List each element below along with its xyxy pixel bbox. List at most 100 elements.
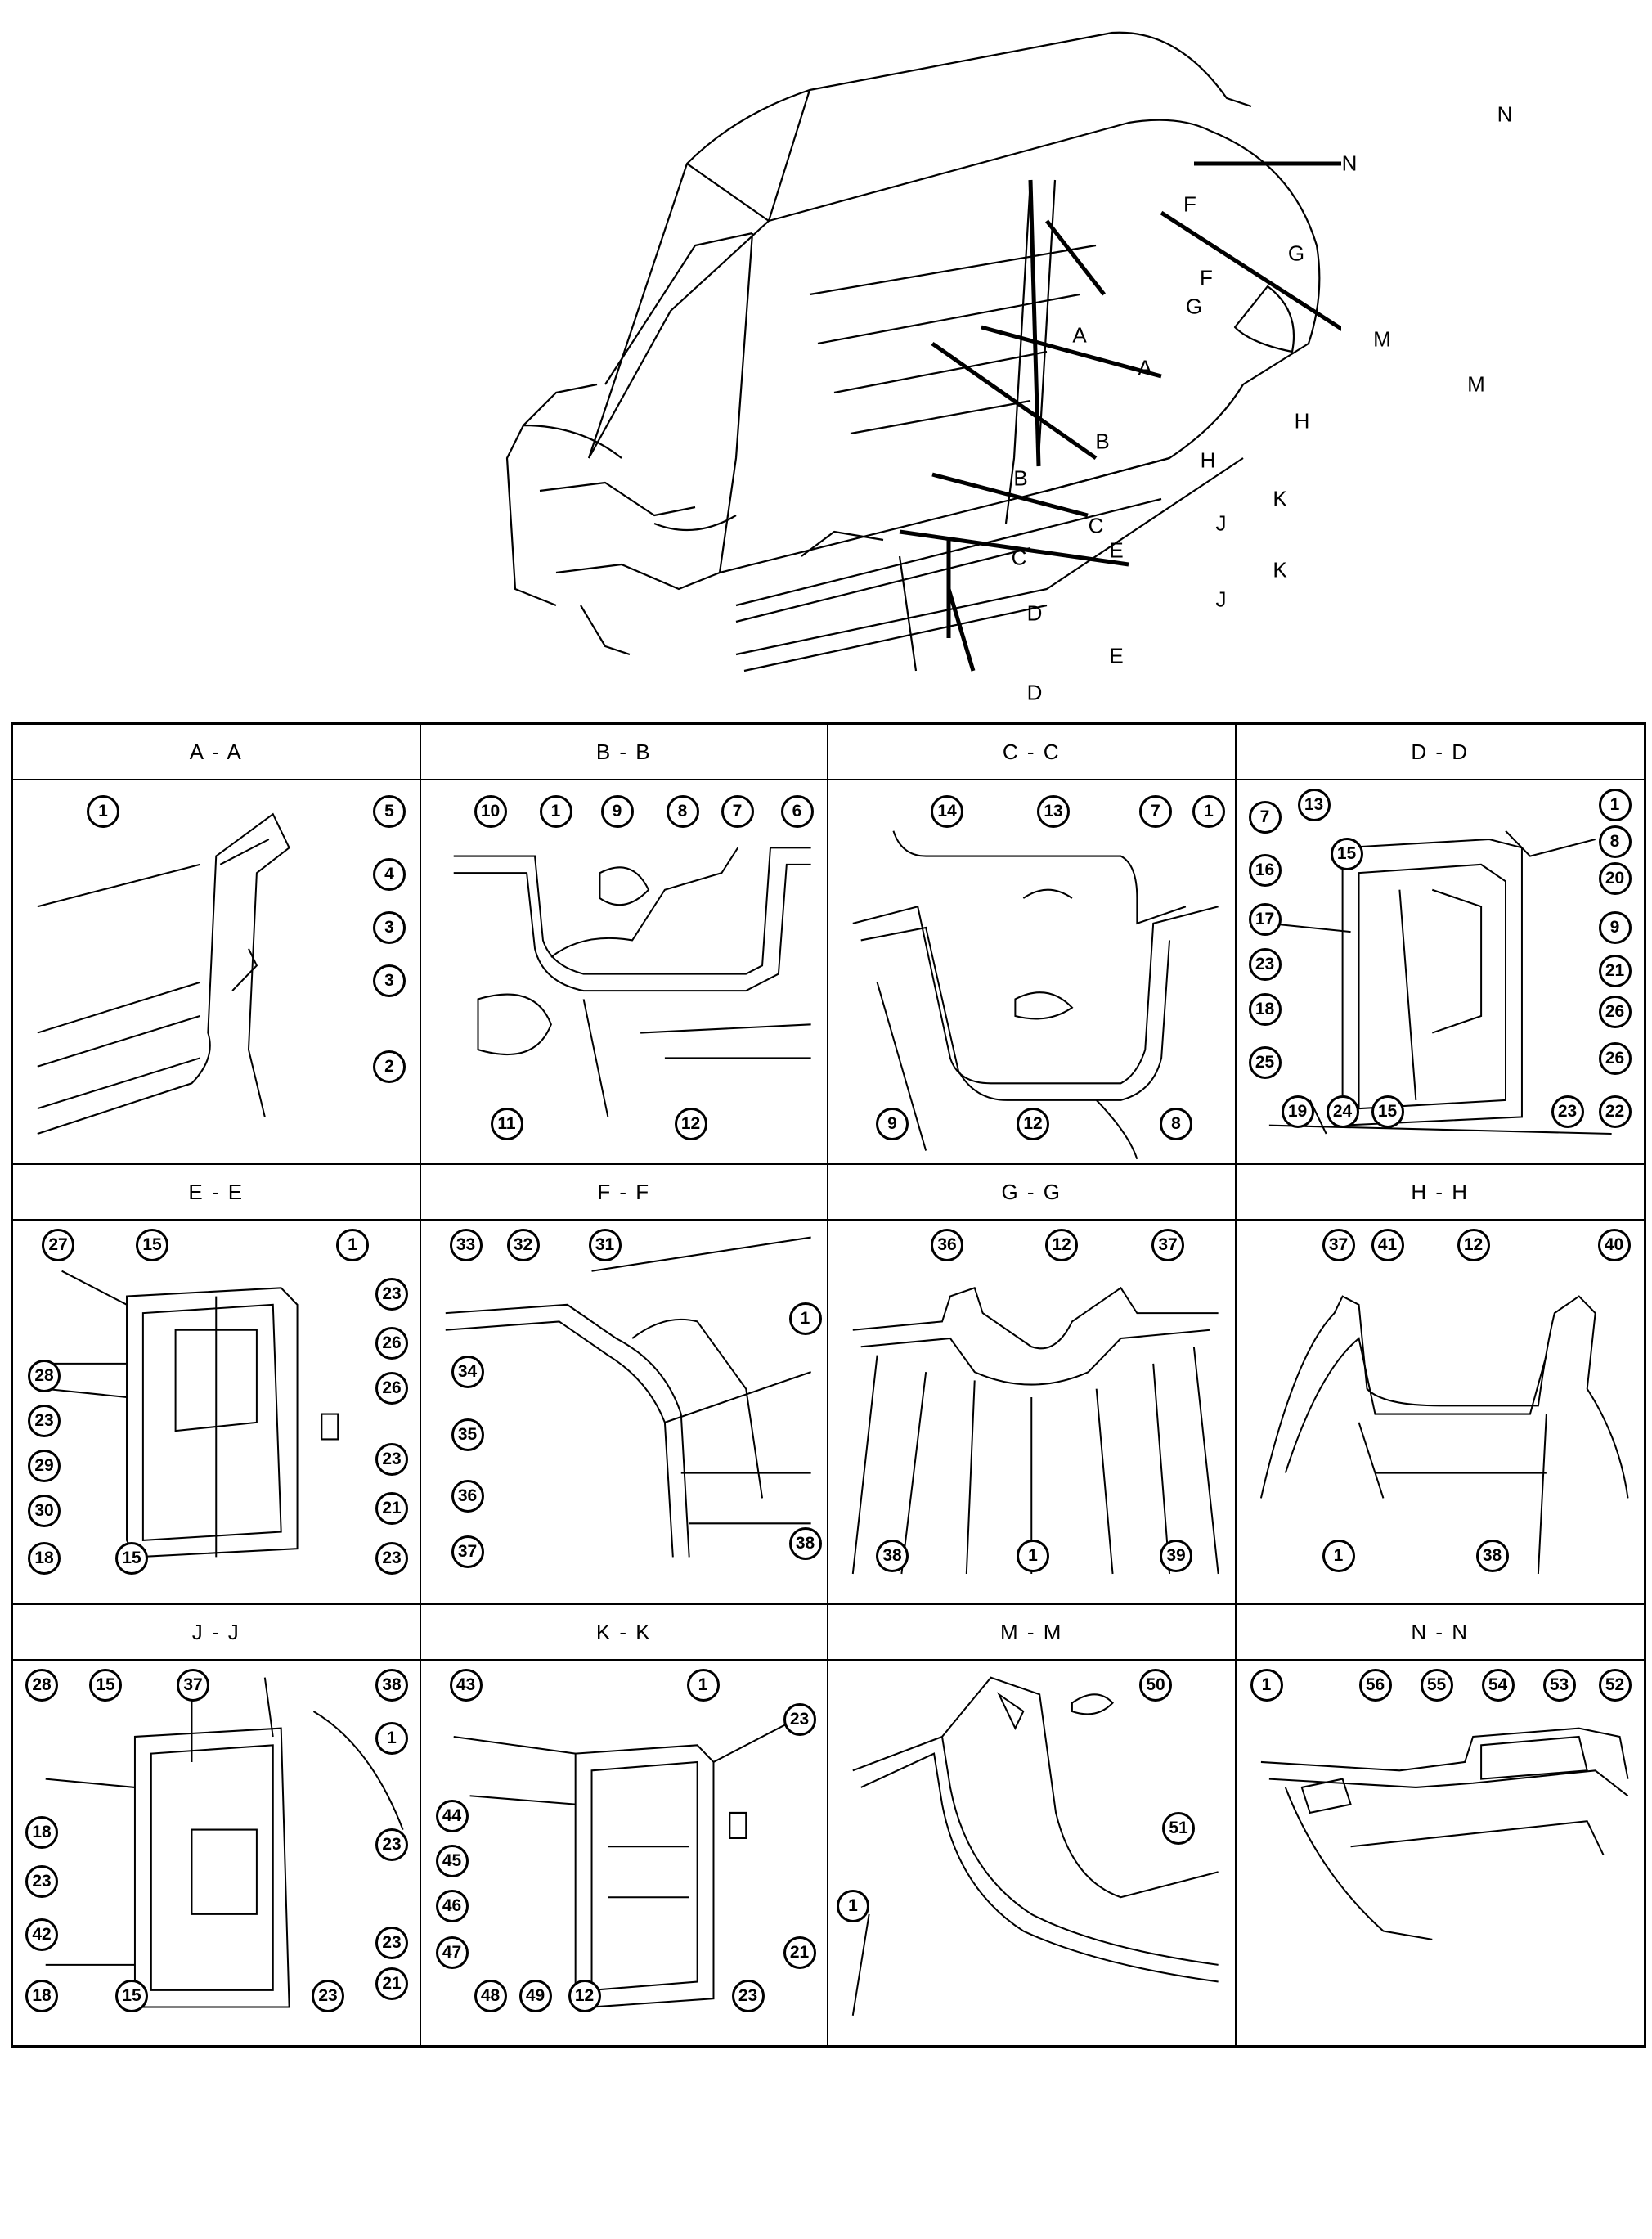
section-mark-f: F — [1200, 265, 1213, 290]
callout-55: 55 — [1420, 1669, 1453, 1702]
callout-41: 41 — [1371, 1229, 1404, 1261]
callout-23: 23 — [312, 1980, 344, 2012]
section-view-grid: A - A 1 5 4 3 3 2 B - B — [11, 722, 1646, 2048]
section-panel-n: N - N 1 56 55 54 53 52 — [1236, 1605, 1644, 2045]
section-mark-g: G — [1185, 294, 1203, 319]
callout-12: 12 — [568, 1980, 601, 2012]
callout-6: 6 — [780, 795, 814, 828]
callout-32: 32 — [506, 1229, 540, 1261]
section-mark-m: M — [1373, 326, 1391, 352]
callout-12: 12 — [674, 1108, 707, 1140]
section-drawing: 37 41 12 40 1 38 — [1237, 1221, 1645, 1603]
callout-23: 23 — [25, 1865, 58, 1898]
callout-7: 7 — [721, 795, 754, 828]
section-panel-b: B - B 10 1 9 8 7 6 11 12 — [420, 725, 828, 1165]
callout-23: 23 — [731, 1980, 765, 2012]
section-drawing: 33 32 31 1 34 35 36 37 38 — [421, 1221, 828, 1603]
callout-23: 23 — [375, 1278, 408, 1311]
callout-34: 34 — [451, 1356, 484, 1388]
callout-1: 1 — [87, 795, 119, 828]
section-title: N - N — [1236, 1605, 1644, 1661]
callout-38: 38 — [876, 1540, 909, 1572]
section-title: D - D — [1236, 725, 1644, 780]
callout-54: 54 — [1481, 1669, 1515, 1702]
callout-56: 56 — [1358, 1669, 1392, 1702]
section-mark-m: M — [1467, 371, 1485, 397]
section-title: F - F — [420, 1165, 827, 1221]
callout-24: 24 — [1326, 1095, 1359, 1128]
section-mark-k: K — [1273, 486, 1287, 511]
callout-37: 37 — [451, 1535, 484, 1568]
section-panel-c: C - C 14 13 7 1 9 12 8 — [828, 725, 1237, 1165]
callout-43: 43 — [449, 1669, 483, 1702]
section-panel-k: K - K 43 1 23 44 45 46 47 21 48 49 12 23 — [420, 1605, 828, 2045]
callout-10: 10 — [474, 795, 507, 828]
callout-23: 23 — [375, 1443, 408, 1476]
callout-26: 26 — [1598, 996, 1632, 1028]
callout-50: 50 — [1139, 1669, 1172, 1702]
callout-42: 42 — [25, 1918, 58, 1951]
section-drawing: 14 13 7 1 9 12 8 — [828, 780, 1235, 1163]
section-mark-h: H — [1200, 447, 1216, 473]
callout-39: 39 — [1160, 1540, 1192, 1572]
callout-49: 49 — [518, 1980, 552, 2012]
callout-21: 21 — [375, 1492, 408, 1525]
callout-40: 40 — [1597, 1229, 1631, 1261]
callout-18: 18 — [1248, 993, 1282, 1026]
callout-7: 7 — [1139, 795, 1172, 828]
section-mark-a: A — [1072, 322, 1087, 348]
callout-44: 44 — [435, 1800, 469, 1832]
callout-15: 15 — [1371, 1095, 1404, 1128]
callout-1: 1 — [686, 1669, 720, 1702]
section-mark-e: E — [1109, 643, 1124, 668]
callout-16: 16 — [1248, 854, 1282, 887]
callout-23: 23 — [783, 1703, 816, 1736]
section-drawing: 27 15 1 23 26 28 26 23 29 23 30 21 18 15… — [13, 1221, 420, 1603]
callout-22: 22 — [1598, 1095, 1632, 1128]
section-mark-b: B — [1013, 465, 1028, 491]
section-drawing: 13 1 7 8 15 20 16 9 17 21 23 26 18 26 25… — [1237, 780, 1645, 1163]
callout-37: 37 — [177, 1669, 209, 1702]
callout-13: 13 — [1037, 795, 1070, 828]
callout-38: 38 — [375, 1669, 408, 1702]
callout-26: 26 — [375, 1327, 408, 1360]
section-panel-f: F - F 33 32 31 1 34 35 36 37 38 — [420, 1165, 828, 1605]
section-title: C - C — [828, 725, 1235, 780]
callout-1: 1 — [837, 1890, 869, 1922]
callout-9: 9 — [876, 1108, 909, 1140]
section-title: M - M — [828, 1605, 1235, 1661]
callout-28: 28 — [28, 1360, 61, 1392]
section-mark-d: D — [1026, 680, 1043, 705]
section-mark-f: F — [1183, 191, 1196, 217]
callout-26: 26 — [375, 1372, 408, 1405]
section-mark-n: N — [1497, 101, 1513, 127]
callout-12: 12 — [1457, 1229, 1490, 1261]
callout-46: 46 — [435, 1890, 469, 1922]
callout-15: 15 — [89, 1669, 122, 1702]
callout-1: 1 — [1250, 1669, 1283, 1702]
callout-21: 21 — [783, 1936, 816, 1969]
section-mark-g: G — [1287, 241, 1305, 266]
callout-33: 33 — [449, 1229, 483, 1261]
callout-13: 13 — [1297, 789, 1331, 821]
section-mark-d: D — [1026, 600, 1043, 626]
section-panel-h: H - H 37 41 12 40 1 38 — [1236, 1165, 1645, 1605]
callout-9: 9 — [600, 795, 634, 828]
callout-35: 35 — [451, 1418, 484, 1451]
callout-36: 36 — [451, 1480, 484, 1513]
section-mark-j: J — [1215, 510, 1227, 536]
section-drawing: 50 1 51 — [828, 1661, 1235, 2045]
callout-15: 15 — [115, 1542, 148, 1575]
callout-23: 23 — [375, 1542, 408, 1575]
callout-26: 26 — [1598, 1042, 1632, 1075]
callout-14: 14 — [931, 795, 963, 828]
callout-48: 48 — [474, 1980, 507, 2012]
section-title: H - H — [1236, 1165, 1644, 1221]
callout-45: 45 — [435, 1845, 469, 1877]
section-drawing: 28 15 37 38 1 18 23 23 42 23 18 15 23 21 — [13, 1661, 420, 2045]
section-panel-a: A - A 1 5 4 3 3 2 — [13, 725, 421, 1165]
callout-3: 3 — [373, 964, 406, 997]
callout-12: 12 — [1017, 1108, 1049, 1140]
section-drawing: 10 1 9 8 7 6 11 12 — [421, 780, 828, 1163]
callout-8: 8 — [666, 795, 699, 828]
